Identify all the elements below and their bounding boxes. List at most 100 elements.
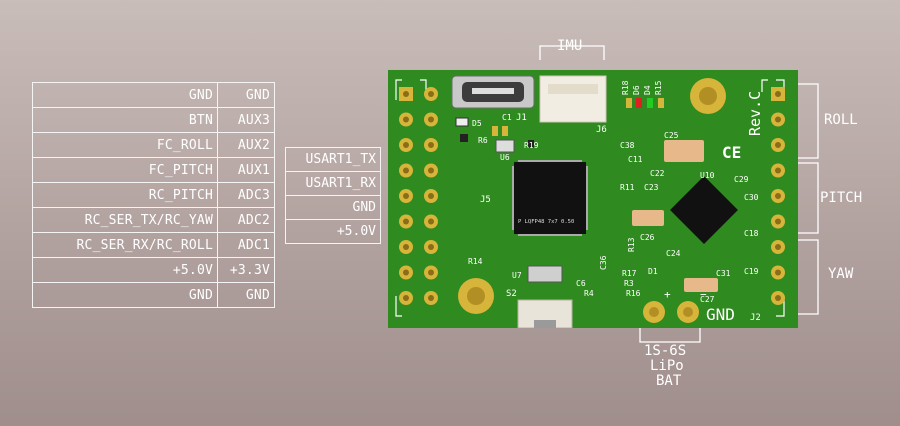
ref-j6: J6 [596, 125, 607, 135]
pad-hole [775, 295, 781, 301]
minus-sign: − [700, 288, 707, 301]
ref-d1: D1 [648, 267, 658, 276]
led-green [647, 98, 653, 108]
battery-label-3: BAT [656, 373, 682, 389]
ref-r14: R14 [468, 257, 483, 266]
imu-label: IMU [557, 38, 583, 54]
ref-c36: C36 [599, 255, 608, 270]
cap-c26 [632, 210, 664, 226]
pad-hole [428, 193, 434, 199]
ref-r3: R3 [624, 279, 634, 288]
pad-hole [403, 193, 409, 199]
revision-label: Rev.C [746, 91, 764, 136]
ref-c24: C24 [666, 249, 681, 258]
pad-hole [775, 116, 781, 123]
imu-connector [539, 75, 607, 123]
imu-bracket [539, 45, 605, 60]
ref-c1: C1 [502, 113, 512, 122]
pin-function: +5.0V [32, 257, 218, 283]
pin-alt-function: +3.3V [217, 257, 275, 283]
pad-hole [403, 269, 409, 276]
ref-r19: R19 [524, 141, 539, 150]
pin-alt-function: GND [217, 82, 275, 108]
ref-c27: C27 [700, 295, 715, 304]
ref-r15: R15 [654, 80, 663, 95]
ref-j5: J5 [480, 195, 491, 205]
pin-alt-function: AUX1 [217, 157, 275, 183]
pin-row: +5.0V+3.3V [32, 257, 275, 283]
pad-hole [428, 269, 434, 276]
pitch-label: PITCH [820, 190, 863, 206]
yaw-bracket [795, 239, 819, 315]
ref-c31: C31 [716, 269, 731, 278]
pad-hole [428, 91, 434, 97]
pad-hole [775, 142, 781, 148]
ref-c23: C23 [644, 183, 659, 192]
ref-r16: R16 [626, 289, 641, 298]
pin-function: RC_PITCH [32, 182, 218, 208]
ref-r18: R18 [621, 80, 630, 95]
pad-hole [403, 91, 409, 97]
ce-mark: CE [722, 143, 741, 162]
pin-alt-function: ADC1 [217, 232, 275, 258]
pin-alt-function: AUX3 [217, 107, 275, 133]
usart-row: GND [285, 195, 381, 220]
ref-c18: C18 [744, 229, 759, 238]
ref-r17: R17 [622, 269, 637, 278]
pad-hole [403, 218, 409, 225]
mcu-marking: P LQFP48 7x7 0.50 [518, 219, 574, 225]
pad-hole [428, 244, 434, 250]
mcu-chip [514, 162, 586, 234]
ref-c30: C30 [744, 193, 759, 202]
pad-hole [428, 218, 434, 225]
pad-hole [775, 91, 781, 97]
usart-row: +5.0V [285, 219, 381, 244]
pad-hole [428, 167, 434, 174]
ref-j1: J1 [516, 113, 527, 123]
yaw-label: YAW [828, 266, 854, 282]
cap-c27 [684, 278, 718, 292]
roll-bracket [795, 83, 819, 159]
battery-bracket [639, 326, 701, 343]
ref-c38: C38 [620, 141, 635, 150]
pin-alt-function: GND [217, 282, 275, 308]
pad-hole [403, 116, 409, 123]
ref-c6: C6 [576, 279, 586, 288]
pad-hole [403, 142, 409, 148]
ref-c22: C22 [650, 169, 665, 178]
ref-r11: R11 [620, 183, 635, 192]
ref-r4: R4 [584, 289, 594, 298]
gnd-label: GND [706, 305, 735, 324]
ref-u10: U10 [700, 171, 715, 180]
pad-hole [428, 142, 434, 148]
ref-d4: D4 [643, 85, 652, 95]
pad-hole [775, 269, 781, 276]
ref-r13: R13 [627, 237, 636, 252]
ref-c11: C11 [628, 155, 643, 164]
pin-function: GND [32, 82, 218, 108]
usart-pin: USART1_RX [285, 171, 381, 196]
ref-d6: D6 [632, 85, 641, 95]
ref-u6: U6 [500, 153, 510, 162]
battery-label-2: LiPo [650, 358, 684, 374]
ref-c29: C29 [734, 175, 749, 184]
ref-d5: D5 [472, 119, 482, 128]
pad-hole [428, 295, 434, 301]
cap-c25 [664, 140, 704, 162]
pcb-board: J1 J6 R18 D6 D4 R15 Rev.C CE D5 C1 R6 U6… [388, 70, 798, 328]
pin-alt-function: AUX2 [217, 132, 275, 158]
battery-label-1: 1S-6S [644, 343, 687, 359]
pin-function: RC_SER_TX/RC_YAW [32, 207, 218, 233]
led-red [636, 98, 642, 108]
ref-c25: C25 [664, 131, 679, 140]
roll-label: ROLL [824, 112, 858, 128]
ref-c19: C19 [744, 267, 759, 276]
